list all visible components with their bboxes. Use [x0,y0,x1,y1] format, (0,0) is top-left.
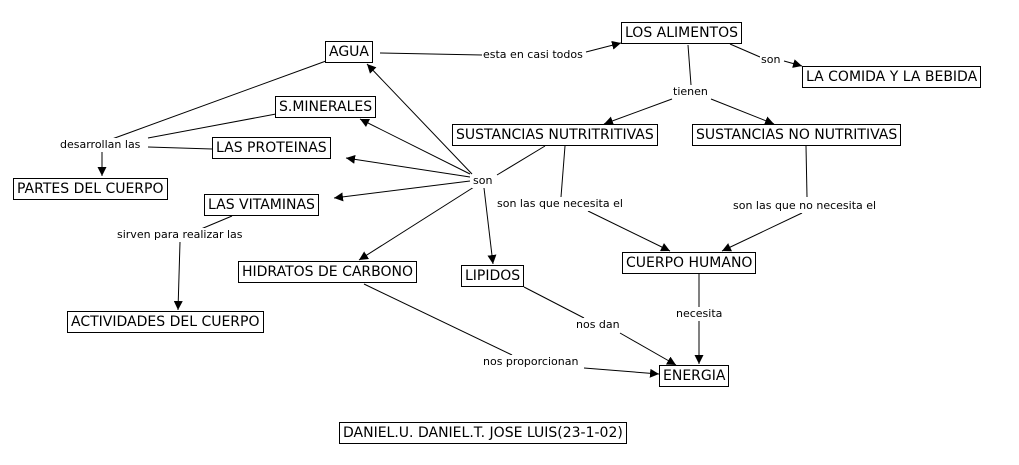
concept-las-proteinas[interactable]: LAS PROTEINAS [212,137,331,159]
phrase-sirven-para-realizar: sirven para realizar las [116,228,244,242]
phrase-son-las-que-no-necesita: son las que no necesita el [732,199,878,213]
concept-energia[interactable]: ENERGIA [659,365,730,387]
link-son-lipidos [483,187,497,265]
concept-s-minerales[interactable]: S.MINERALES [275,96,377,118]
concept-la-comida-y-la-bebida[interactable]: LA COMIDA Y LA BEBIDA [802,66,982,88]
link-son-vitaminas [333,180,471,202]
link-nutritivas-son [496,145,546,176]
link-esta-alimentos [585,40,622,53]
concept-partes-del-cuerpo[interactable]: PARTES DEL CUERPO [13,178,168,200]
concept-cuerpo-humano[interactable]: CUERPO HUMANO [622,252,757,274]
link-son-minerales [359,118,471,175]
link-tienen-nutritivas [603,98,673,126]
link-agua-desarrollan [111,60,327,140]
concept-hidratos-de-carbono[interactable]: HIDRATOS DE CARBONO [238,261,418,283]
link-necesita-el-cuerpo [587,210,671,252]
phrase-necesita: necesita [675,307,724,321]
link-proteinas-desarrollan [147,146,213,150]
concept-los-alimentos[interactable]: LOS ALIMENTOS [621,22,743,44]
concept-sustancias-nutritivas[interactable]: SUSTANCIAS NUTRITRITIVAS [452,124,658,146]
phrase-son-las-que-necesita: son las que necesita el [496,197,624,211]
phrase-desarrollan-las: desarrollan las [59,138,142,152]
link-tienen-no-nutritivas [710,98,775,125]
link-sirven-actividades [173,241,183,311]
link-son-proteinas [345,154,471,178]
link-son-comida [783,59,803,68]
concept-lipidos[interactable]: LIPIDOS [461,265,525,287]
link-son-hidratos [358,186,475,261]
phrase-tienen: tienen [672,85,709,99]
phrase-son-comida: son [760,53,782,67]
link-son-agua [366,63,473,175]
link-no-necesita-cuerpo [721,212,803,252]
link-alimentos-son [729,43,761,58]
link-proporcionan-energia [583,367,660,378]
concept-las-vitaminas[interactable]: LAS VITAMINAS [204,194,319,216]
link-vitaminas-sirven [200,215,233,230]
concept-agua[interactable]: AGUA [325,41,374,63]
link-minerales-desarrollan [147,113,277,139]
link-alimentos-tienen [687,44,692,86]
phrase-son-center: son [472,174,494,188]
concept-sustancias-no-nutritivas[interactable]: SUSTANCIAS NO NUTRITIVAS [692,124,902,146]
concept-actividades-del-cuerpo[interactable]: ACTIVIDADES DEL CUERPO [67,311,264,333]
phrase-nos-proporcionan: nos proporcionan [482,355,580,369]
link-nos-dan-energia [619,332,677,366]
link-nutritivas-necesita-el [560,145,566,198]
link-no-nutritivas-no-necesita [805,145,808,198]
phrase-esta-en-casi-todos: esta en casi todos [482,48,584,62]
link-agua-esta [379,52,483,56]
phrase-nos-dan: nos dan [575,318,621,332]
link-lipidos-nos-dan [523,286,585,319]
link-hidratos-proporcionan [363,283,513,356]
authors-box: DANIEL.U. DANIEL.T. JOSE LUIS(23-1-02) [339,422,627,444]
